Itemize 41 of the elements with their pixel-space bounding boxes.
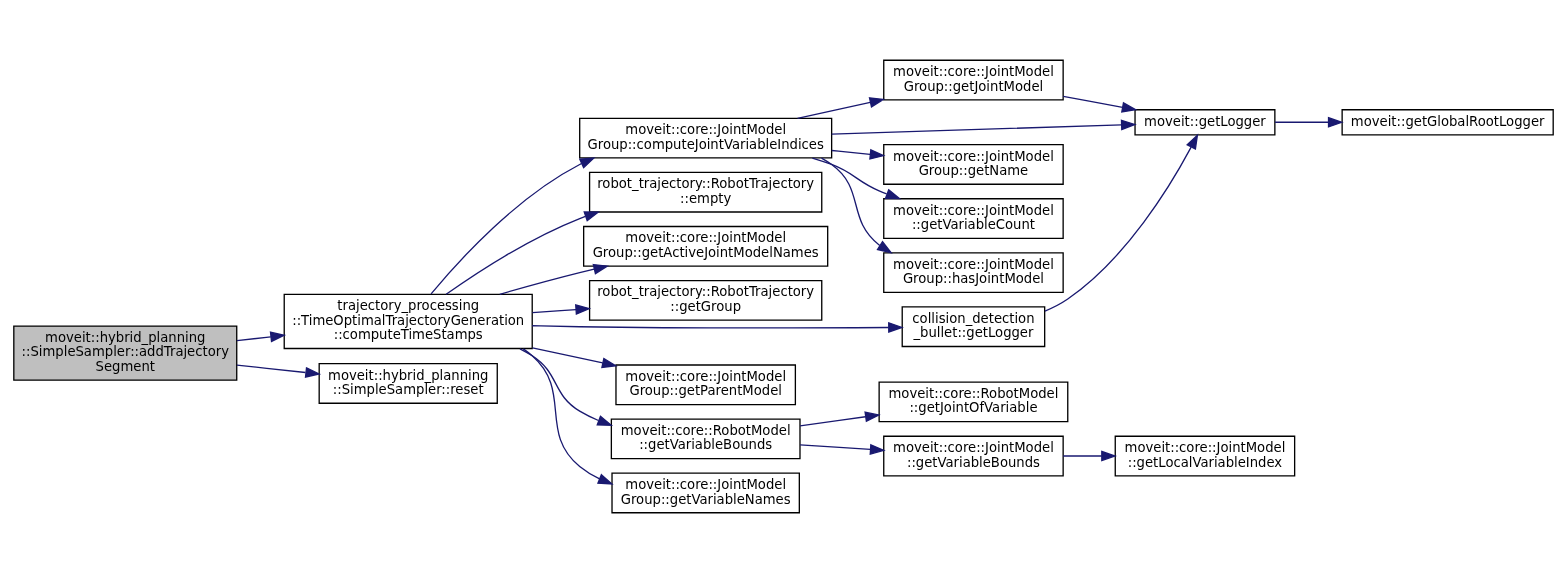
node-box: robot_trajectory::RobotTrajectory ::empty xyxy=(588,171,823,213)
arrow xyxy=(1044,132,1199,312)
node-box: robot_trajectory::RobotTrajectory ::getGroup xyxy=(588,279,823,321)
arrow xyxy=(531,303,592,315)
node-box: moveit::core::JointModel ::getLocalVariableIndex xyxy=(1114,435,1296,476)
arrow xyxy=(522,347,614,485)
node-box: moveit::core::JointModel Group::getJointModel xyxy=(883,59,1064,100)
node-box: moveit::core::RobotModel ::getVariableBounds xyxy=(610,417,801,459)
arrow xyxy=(820,156,893,254)
node-box: trajectory_processing ::TimeOptimalTrajectoryGeneration ::computeTimeStamps xyxy=(283,293,533,349)
arrow xyxy=(499,263,610,295)
node-box: moveit::core::JointModel ::getVariableCount xyxy=(883,197,1064,239)
node-box: moveit::core::JointModel Group::getName xyxy=(883,143,1064,185)
node-box: moveit::hybrid_planning ::SimpleSampler::addTrajectory Segment xyxy=(13,324,238,381)
arrow xyxy=(236,330,287,342)
arrow xyxy=(236,363,322,378)
arrow xyxy=(799,410,881,427)
node-box: moveit::core::JointModel ::getVariableBounds xyxy=(883,435,1064,476)
node-box: moveit::getLogger xyxy=(1134,108,1276,135)
node-box: moveit::core::JointModel Group::computeJointVariableIndices xyxy=(579,117,833,159)
node-box: moveit::getGlobalRootLogger xyxy=(1341,108,1554,135)
arrow xyxy=(796,96,886,119)
arrow xyxy=(430,156,596,295)
arrow xyxy=(811,156,902,199)
node-box: moveit::core::JointModel Group::getVariableNames xyxy=(611,472,800,513)
arrow xyxy=(1062,449,1117,462)
arrow xyxy=(445,210,601,295)
arrow xyxy=(519,347,614,426)
node-box: moveit::core::RobotModel ::getJointOfVariable xyxy=(878,380,1069,422)
node-box: moveit::hybrid_planning ::SimpleSampler::reset xyxy=(318,362,498,404)
node-box: moveit::core::JointModel Group::getParentModel xyxy=(615,363,797,405)
arrow xyxy=(1274,116,1344,128)
arrow xyxy=(831,148,886,160)
arrow xyxy=(799,443,886,455)
arrow xyxy=(831,118,1137,135)
arrow xyxy=(531,346,618,368)
arrow xyxy=(531,321,904,333)
node-box: moveit::core::JointModel Group::getActiveJointModelNames xyxy=(583,225,829,267)
arrow xyxy=(1062,95,1138,113)
node-box: collision_detection _bullet::getLogger xyxy=(901,305,1046,347)
node-box: moveit::core::JointModel Group::hasJointModel xyxy=(883,251,1064,293)
